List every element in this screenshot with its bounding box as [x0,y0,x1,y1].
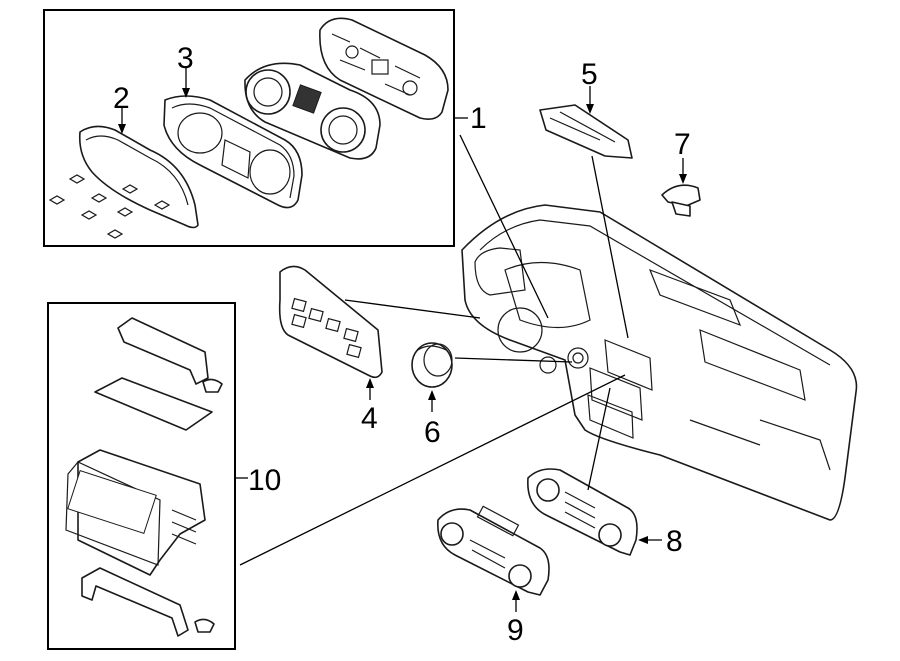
leader-lines [118,68,687,612]
climate-control-upper [527,468,638,556]
callout-3: 3 [177,42,194,75]
callout-6: 6 [424,416,441,449]
navigation-group-box [47,302,236,650]
cluster-housing [319,17,449,120]
callout-10: 10 [248,464,281,497]
cluster-group-box [43,9,455,247]
dashboard [461,204,858,521]
callout-7: 7 [674,128,691,161]
ignition-switch [411,342,453,388]
switch-panel [278,265,383,379]
instrument-cluster [244,62,381,160]
callout-4: 4 [361,402,378,435]
callout-5: 5 [581,58,598,91]
navigation-unit [65,317,223,637]
cluster-lens [48,125,199,239]
callout-2: 2 [113,82,130,115]
center-vent [539,104,633,159]
cluster-bezel [163,95,303,209]
callout-1: 1 [470,102,487,135]
callout-9: 9 [507,614,524,647]
callout-8: 8 [666,525,683,558]
climate-control-lower [437,505,550,596]
sensor [661,184,701,217]
